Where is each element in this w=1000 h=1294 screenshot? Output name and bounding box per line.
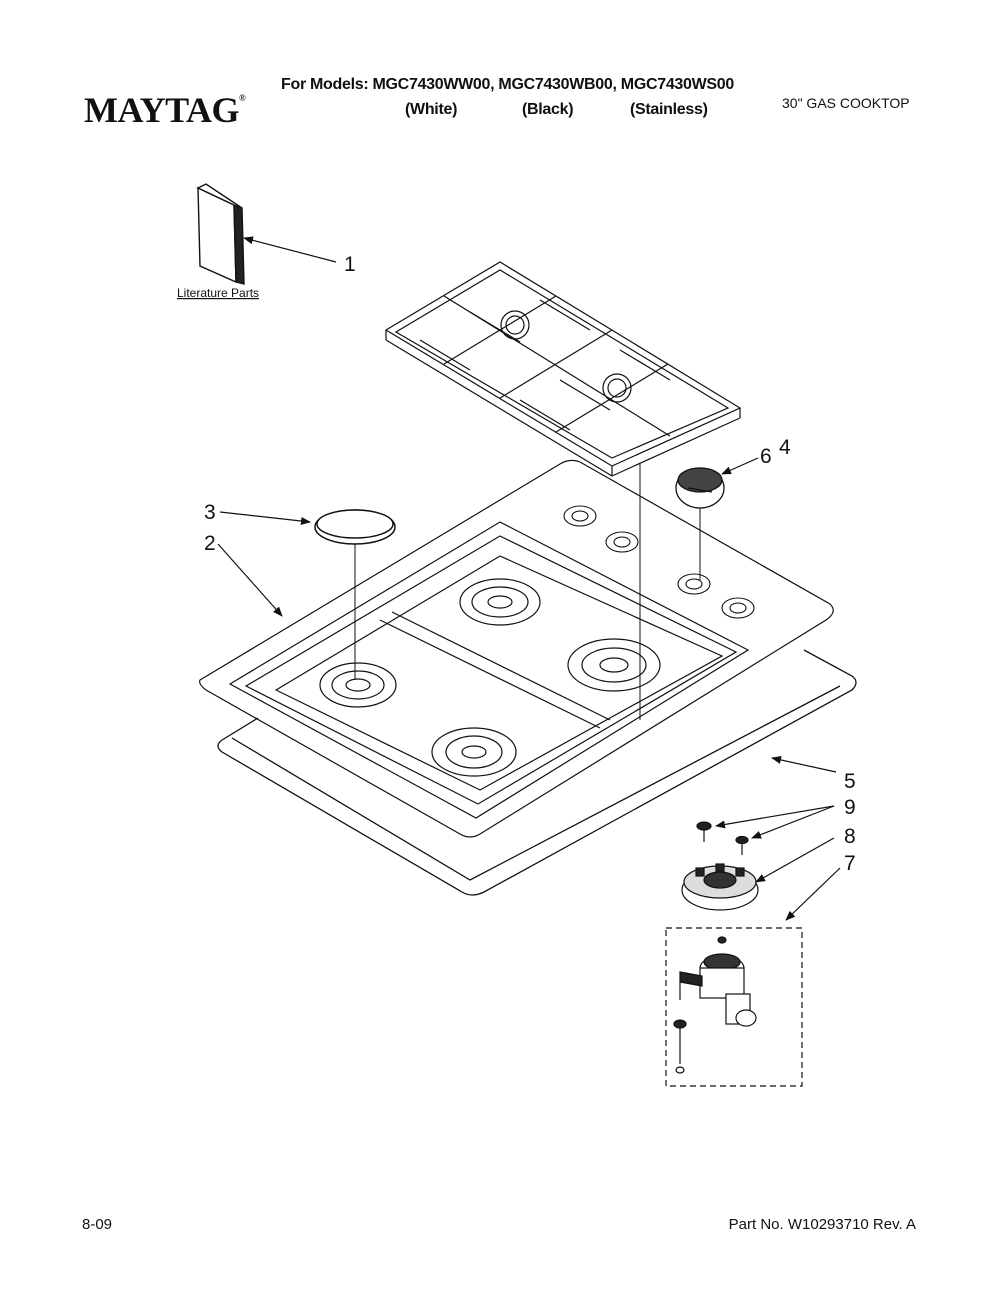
cooktop-main-top [199,459,834,838]
literature-booklet [196,183,245,285]
callout-8: 8 [844,825,856,848]
cooktop-gasket [217,649,857,896]
leader-line-3 [219,511,311,525]
callout-1: 1 [344,253,356,276]
leader-line-1 [243,236,337,263]
part-number: Part No. W10293710 Rev. A [728,1216,916,1233]
callout-6: 6 [760,445,772,468]
screws [696,821,749,855]
burner-grate [384,261,742,477]
models-line: For Models: MGC7430WW00, MGC7430WB00, MG… [281,76,734,93]
callout-2: 2 [204,532,216,555]
callout-4: 4 [779,436,791,459]
burner-cap [314,509,396,545]
burner-assembly-box [665,927,803,1087]
variant-white: (White) [405,101,458,118]
control-knob [675,467,725,509]
leader-line-9b [751,805,835,839]
burner-valve-assembly [673,936,757,1074]
product-type: 30" GAS COOKTOP [782,95,910,111]
callout-3: 3 [204,501,216,524]
cooktop-burners [319,578,661,777]
literature-parts-label: Literature Parts [177,286,259,300]
leader-line-7 [785,867,841,921]
maytag-logo: MAYTAG® [84,90,246,130]
leader-line-5 [771,756,837,773]
leader-line-9a [715,805,835,829]
leader-line-8 [755,837,835,883]
callout-5: 5 [844,770,856,793]
revision-date: 8-09 [82,1216,113,1233]
callout-7: 7 [844,852,856,875]
variant-black: (Black) [522,101,574,118]
cooktop-knob-bases [563,505,755,619]
callout-9: 9 [844,796,856,819]
leader-line-64 [721,457,759,475]
burner-base [681,863,759,911]
variant-stainless: (Stainless) [630,101,708,118]
leader-line-2 [217,543,283,617]
